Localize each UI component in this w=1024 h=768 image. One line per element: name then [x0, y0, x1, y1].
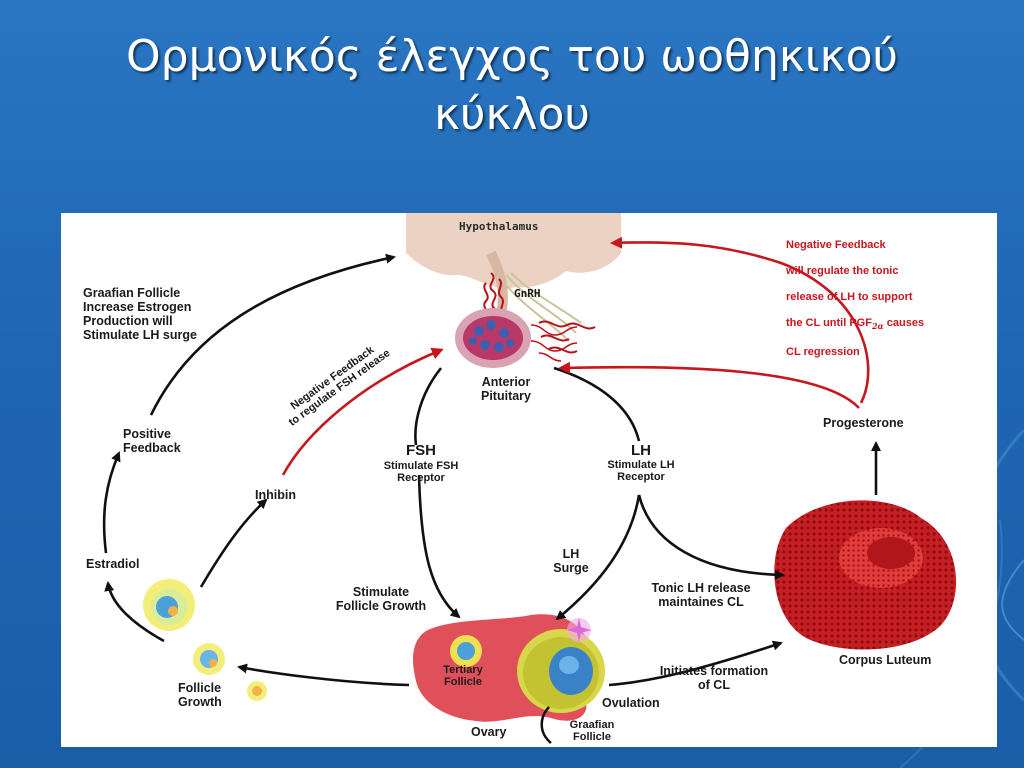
follicle-large [143, 579, 195, 631]
arrow-positive-feedback-to-hypothalamus [149, 253, 396, 416]
stimulate-follicle-growth-label: Stimulate Follicle Growth [335, 585, 427, 613]
positive-feedback-label: Positive Feedback [123, 427, 181, 455]
arrow-progesterone-to-pituitary [558, 361, 860, 409]
tertiary-follicle-label: Tertiary Follicle [443, 664, 483, 688]
inhibin-label: Inhibin [255, 488, 296, 502]
corpus-luteum-illustration [774, 500, 957, 650]
hypothalamus-illustration [406, 213, 621, 368]
slide-title: Ορμονικός έλεγχος του ωοθηκικού κύκλου [0, 28, 1024, 144]
pgf-subscript: 2α [871, 321, 884, 332]
neg-feedback-lh-line-5: CL regression [786, 346, 860, 359]
arrow-inhibin-negative-feedback-fsh [281, 347, 444, 476]
progesterone-label: Progesterone [823, 416, 904, 430]
gnrh-vessels [483, 272, 596, 354]
gnrh-label: GnRH [514, 287, 541, 300]
hormone-cycle-diagram [102, 213, 957, 744]
follicle-growth-label: Follicle Growth [178, 681, 222, 709]
arrow-follicle-to-inhibin [199, 498, 268, 588]
estradiol-label: Estradiol [86, 557, 140, 571]
arrow-pituitary-to-lh [553, 366, 641, 442]
diagram-panel: Hypothalamus GnRH Anterior Pituitary FSH… [61, 213, 997, 747]
neg-feedback-lh-line-4b: causes [883, 317, 925, 329]
arrow-fsh-to-ovary [417, 474, 461, 619]
neg-feedback-lh-line-4: the CL until PGF2α causes [786, 317, 924, 333]
arrow-tonic-lh-to-corpus-luteum [637, 494, 785, 580]
corpus-luteum-label: Corpus Luteum [839, 653, 932, 667]
arrow-progesterone-to-hypothalamus [610, 236, 870, 404]
slide-title-line-2: κύκλου [434, 89, 590, 140]
arrow-follicle-to-estradiol [104, 581, 165, 643]
anterior-pituitary-label: Anterior Pituitary [480, 375, 531, 403]
graafian-follicle-label: Graafian Follicle [569, 719, 615, 743]
ovary-label: Ovary [471, 725, 507, 739]
follicle-medium [193, 643, 225, 675]
initiates-cl-label: Initiates formation of CL [659, 664, 769, 692]
fsh-label: FSH [406, 442, 436, 459]
arrow-ovary-to-follicle-growth [237, 663, 410, 687]
arrow-pituitary-to-fsh [414, 367, 443, 446]
follicle-small [247, 681, 267, 701]
graafian-estrogen-label: Graafian Follicle Increase Estrogen Prod… [83, 286, 197, 342]
lh-label: LH [631, 442, 651, 459]
ovary-illustration [413, 614, 605, 744]
arrow-estradiol-to-positive-feedback [102, 451, 121, 554]
ovulation-burst-icon [567, 618, 591, 642]
lh-note-label: Stimulate LH Receptor [607, 459, 675, 483]
fsh-note-label: Stimulate FSH Receptor [383, 460, 459, 484]
lh-surge-label: LH Surge [553, 547, 589, 575]
tonic-lh-label: Tonic LH release maintaines CL [651, 581, 751, 609]
negative-feedback-lh-label: Negative Feedback will regulate the toni… [786, 226, 924, 372]
neg-feedback-lh-line-3: release of LH to support [786, 291, 913, 303]
neg-feedback-lh-line-1: Negative Feedback [786, 239, 886, 251]
arrow-ovulation-to-corpus-luteum [608, 640, 783, 687]
arrow-lh-surge-to-ovary [555, 494, 641, 621]
neg-feedback-lh-line-2: will regulate the tonic [786, 265, 899, 277]
ovulation-label: Ovulation [602, 696, 660, 710]
red-arrows [281, 236, 870, 476]
slide-title-line-1: Ορμονικός έλεγχος του ωοθηκικού [126, 31, 898, 82]
neg-feedback-lh-line-4a: the CL until PGF [786, 317, 872, 329]
hypothalamus-label: Hypothalamus [459, 220, 539, 233]
